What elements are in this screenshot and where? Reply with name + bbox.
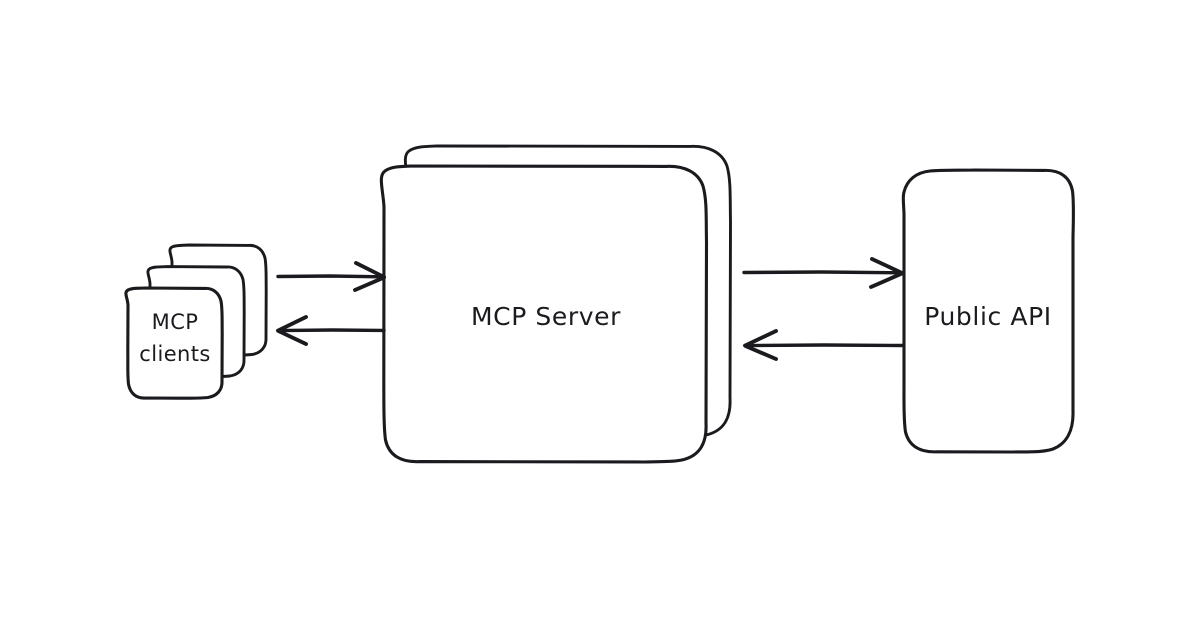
mcp-clients-label-line2: clients xyxy=(139,342,210,366)
connector-clients-to-server-arrowhead xyxy=(353,261,386,292)
connector-clients-to-server-line xyxy=(276,274,385,279)
connector-server-to-api[interactable] xyxy=(742,257,904,289)
connector-server-to-clients-line xyxy=(277,328,386,333)
connector-api-to-server[interactable] xyxy=(743,329,904,361)
mcp-clients-card-front xyxy=(124,286,224,400)
mcp-server-card-front xyxy=(379,164,709,464)
mcp-clients-label-line1: MCP xyxy=(152,310,199,334)
mcp-server-label: MCP Server xyxy=(471,302,621,331)
connector-api-to-server-arrowhead xyxy=(743,329,778,361)
connector-server-to-clients[interactable] xyxy=(276,315,386,346)
connector-clients-to-server[interactable] xyxy=(276,261,386,292)
node-public-api[interactable]: Public API xyxy=(901,168,1076,454)
public-api-card xyxy=(901,168,1076,454)
connector-server-to-api-line xyxy=(742,270,903,275)
node-mcp-server[interactable]: MCP Server xyxy=(379,144,732,464)
connector-api-to-server-line xyxy=(744,343,904,348)
connector-server-to-clients-arrowhead xyxy=(276,315,308,346)
connector-server-to-api-arrowhead xyxy=(869,257,904,289)
public-api-label: Public API xyxy=(924,302,1051,331)
node-mcp-clients[interactable]: MCP clients xyxy=(124,243,268,400)
